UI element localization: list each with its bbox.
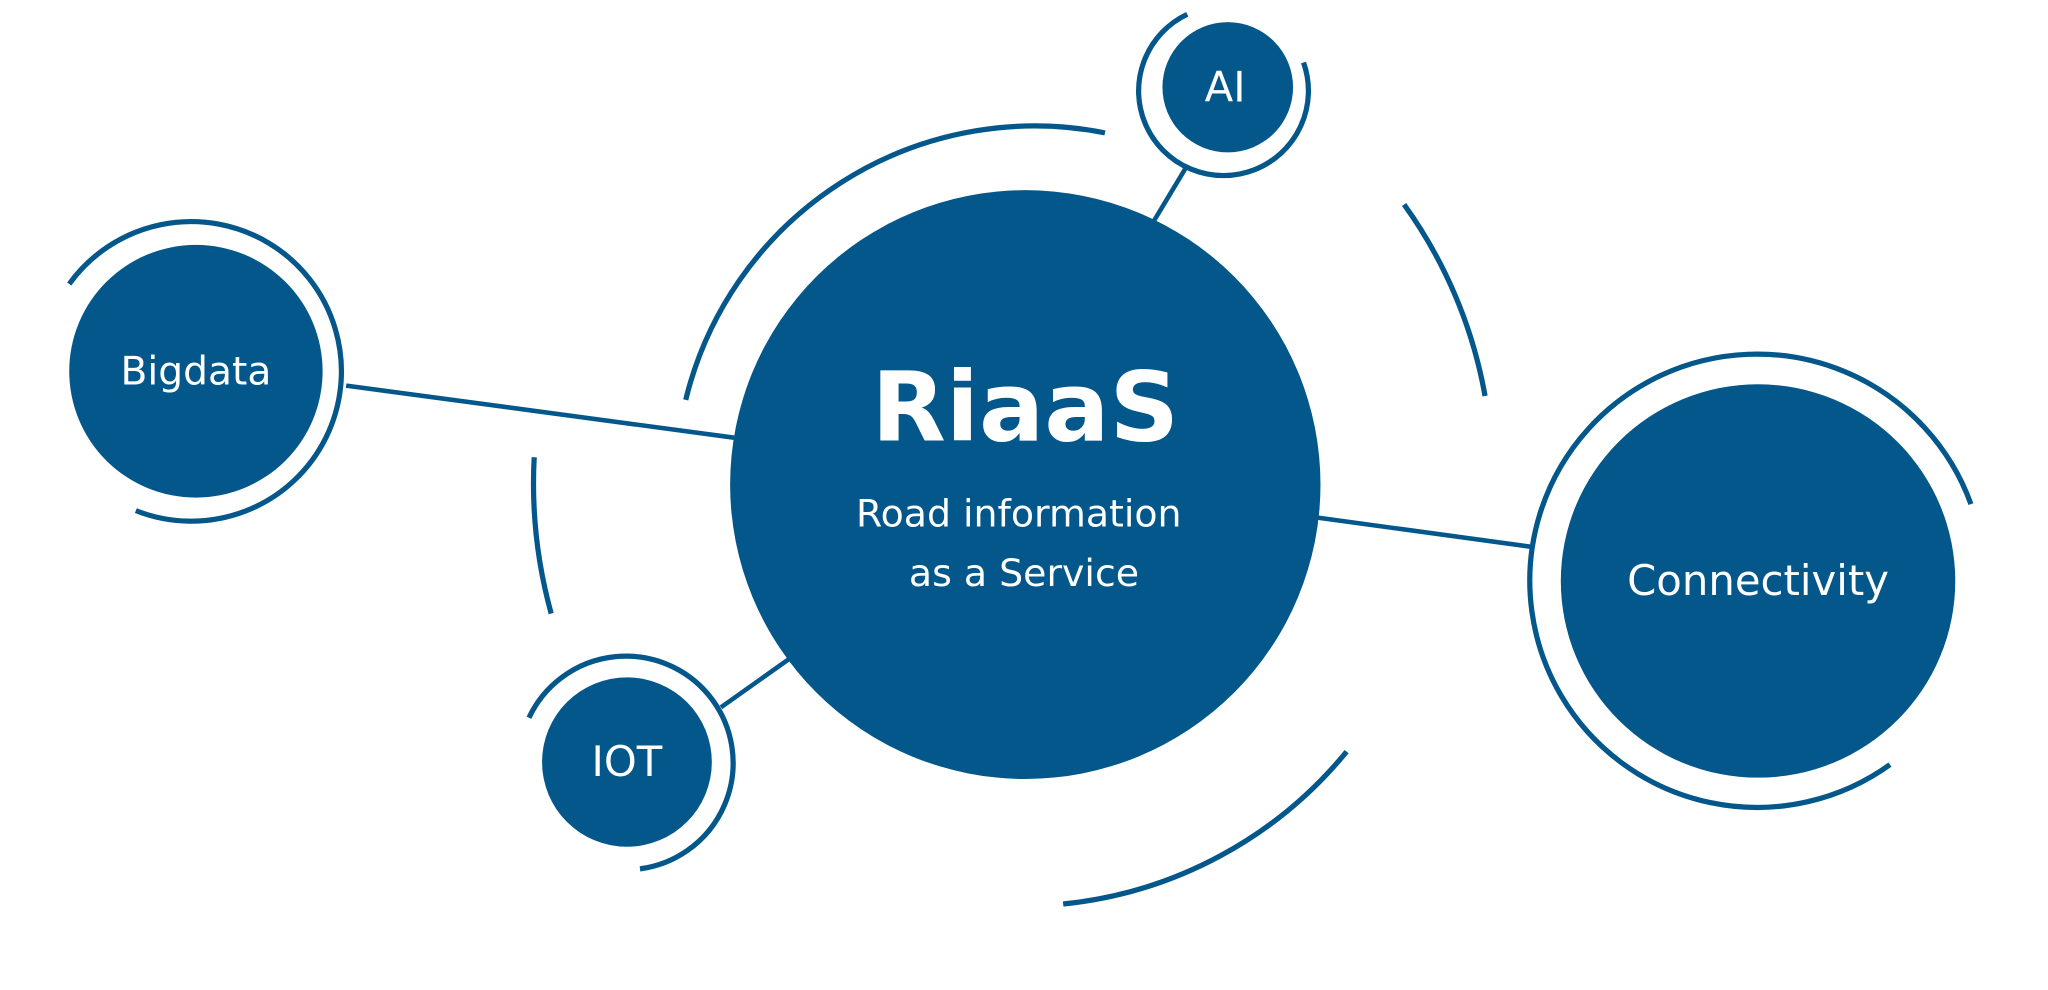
ring-connectivity [1527,351,1974,810]
orbit-arc-left [530,457,554,615]
label-bigdata: Bigdata [120,349,271,394]
link-bigdata [345,383,735,440]
center-subtitle-line2: as a Service [909,551,1139,595]
link-iot [719,657,791,710]
center-subtitle-line1: Road information [856,491,1182,535]
orbit-arc-bottom [1062,749,1349,907]
label-ai: AI [1205,62,1246,111]
orbit-arc-top [683,123,1106,401]
center-node: RiaaS Road information as a Service [730,190,1321,779]
link-connectivity [1313,514,1534,550]
label-connectivity: Connectivity [1627,556,1889,605]
node-connectivity: Connectivity [1527,351,1974,810]
node-ai: AI [1136,11,1312,179]
ring-iot [526,653,736,872]
link-ai [1150,164,1190,226]
ring-ai [1136,11,1312,179]
center-title: RiaaS [872,351,1180,464]
node-iot: IOT [526,653,736,872]
node-bigdata: Bigdata [67,218,345,524]
ring-bigdata [67,218,345,524]
orbit-arc-right [1401,202,1488,397]
label-iot: IOT [592,737,663,786]
